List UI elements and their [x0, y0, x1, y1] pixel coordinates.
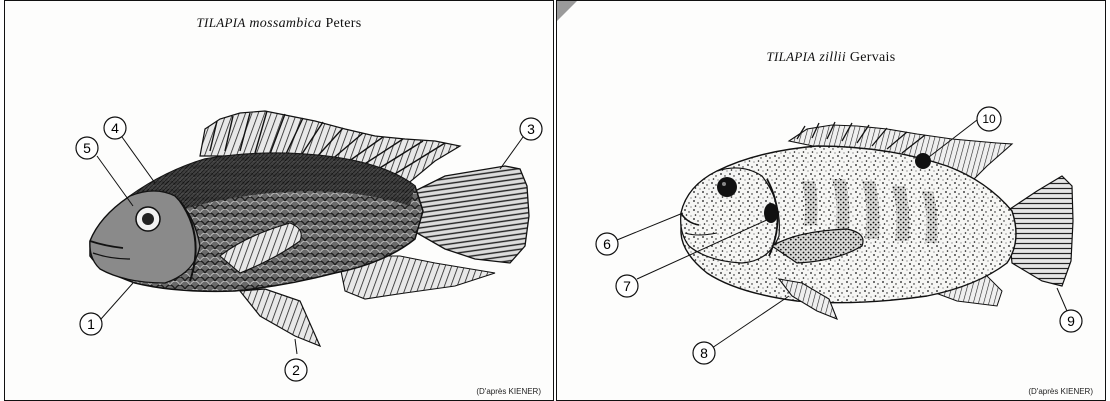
callout-6-label: 6	[603, 236, 611, 252]
caudal-fin-right	[1007, 176, 1073, 286]
callout-2-label: 2	[292, 362, 300, 378]
callout-10-label: 10	[982, 112, 996, 126]
callout-8: 8	[693, 342, 715, 364]
callout-1: 1	[80, 313, 102, 335]
callout-1-label: 1	[87, 316, 95, 332]
right-credit: (D'après KIENER)	[1028, 387, 1093, 396]
caudal-fin-left	[415, 166, 529, 263]
right-illustration-panel: TILAPIA zillii Gervais	[556, 0, 1106, 401]
callout-5-label: 5	[83, 140, 91, 156]
callout-4-label: 4	[111, 120, 119, 136]
tilapia-zillii-drawing: 6 7 8 9 10	[557, 1, 1106, 401]
callout-9-label: 9	[1067, 313, 1075, 329]
callout-7: 7	[616, 275, 638, 297]
callout-5: 5	[76, 137, 98, 159]
callout-6: 6	[596, 233, 618, 255]
callout-10: 10	[977, 107, 1001, 131]
callout-4: 4	[104, 117, 126, 139]
eye-right	[717, 177, 737, 197]
callout-9: 9	[1060, 310, 1082, 332]
tilapia-spot	[915, 153, 931, 169]
callout-3: 3	[520, 118, 542, 140]
left-credit: (D'après KIENER)	[476, 387, 541, 396]
callout-7-label: 7	[623, 278, 631, 294]
left-illustration-panel: TILAPIA mossambica Peters	[4, 0, 554, 401]
callout-2: 2	[285, 359, 307, 381]
callout-8-label: 8	[700, 345, 708, 361]
tilapia-mossambica-drawing: 1 2 3 4 5	[5, 1, 554, 401]
pelvic-fin-left	[240, 289, 320, 346]
callout-3-label: 3	[527, 121, 535, 137]
